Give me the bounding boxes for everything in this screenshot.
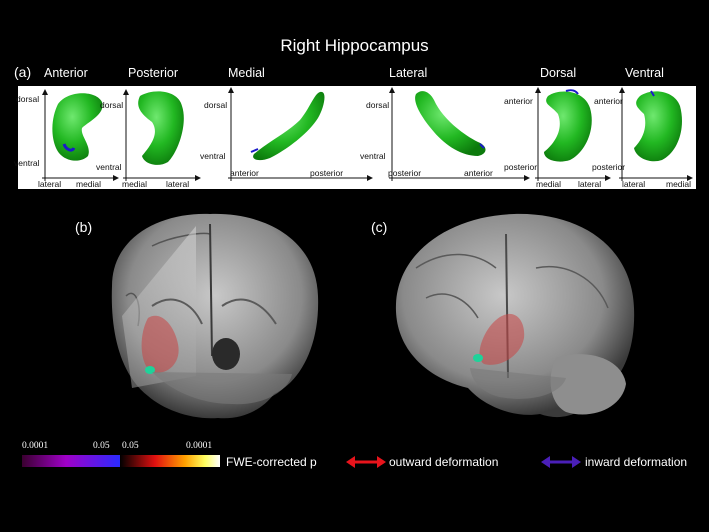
medial-x-right: posterior: [310, 168, 344, 178]
view-title-ventral: Ventral: [625, 66, 664, 80]
colorbar: [22, 455, 220, 467]
panel-c-label: (c): [371, 219, 388, 235]
outward-label: outward deformation: [389, 455, 499, 469]
anterior-x-right: medial: [76, 179, 102, 189]
lateral-y-top: dorsal: [366, 100, 390, 110]
dorsal-y-top: anterior: [504, 96, 533, 106]
view-anterior: [42, 89, 119, 181]
brain-coronal-render: [111, 213, 319, 419]
view-medial: [228, 87, 373, 181]
inward-arrow-icon: [541, 456, 581, 468]
colorbar-outward-max: 0.0001: [186, 441, 213, 451]
dorsal-y-bottom: posterior: [504, 162, 538, 172]
lateral-x-right: anterior: [464, 168, 493, 178]
brain-sagittal-render: [395, 213, 635, 418]
view-posterior: [123, 89, 201, 181]
outward-arrow-icon: [346, 456, 386, 468]
colorbar-label: FWE-corrected p: [226, 455, 317, 469]
colorbar-outward-min: 0.05: [122, 441, 139, 451]
ventral-x-left: lateral: [622, 179, 646, 189]
view-title-medial: Medial: [228, 66, 265, 80]
colorbar-inward-segment: [22, 455, 120, 467]
colorbar-outward-segment: [120, 455, 220, 467]
view-title-lateral: Lateral: [389, 66, 428, 80]
posterior-x-right: lateral: [166, 179, 190, 189]
ventral-x-right: medial: [666, 179, 692, 189]
ventral-y-bottom: posterior: [592, 162, 626, 172]
lateral-x-left: posterior: [388, 168, 422, 178]
inward-label: inward deformation: [585, 455, 688, 469]
medial-x-left: anterior: [230, 168, 259, 178]
view-lateral: [389, 87, 530, 181]
hippocampus-views-strip: dorsal ventral lateral medial dorsal ven…: [14, 86, 696, 189]
anterior-y-top: dorsal: [16, 94, 40, 104]
posterior-y-top: dorsal: [100, 100, 124, 110]
view-title-anterior: Anterior: [44, 66, 88, 80]
hippocampus-views-svg: [42, 87, 693, 181]
medial-y-bottom: ventral: [200, 151, 226, 161]
colorbar-inward-min: 0.0001: [22, 441, 49, 451]
view-dorsal: [535, 87, 611, 181]
dorsal-x-left: medial: [536, 179, 562, 189]
view-title-dorsal: Dorsal: [540, 66, 577, 80]
lateral-y-bottom: ventral: [360, 151, 386, 161]
medial-y-top: dorsal: [204, 100, 228, 110]
anterior-y-bottom: ventral: [14, 158, 40, 168]
figure-title: Right Hippocampus: [280, 36, 429, 55]
view-title-posterior: Posterior: [128, 66, 179, 80]
ventral-y-top: anterior: [594, 96, 623, 106]
posterior-x-left: medial: [122, 179, 148, 189]
view-ventral: [619, 87, 693, 181]
posterior-y-bottom: ventral: [96, 162, 122, 172]
anterior-x-left: lateral: [38, 179, 62, 189]
panel-a-label: (a): [14, 64, 32, 80]
dorsal-x-right: lateral: [578, 179, 602, 189]
colorbar-inward-max: 0.05: [93, 441, 110, 451]
panel-b-label: (b): [75, 219, 93, 235]
